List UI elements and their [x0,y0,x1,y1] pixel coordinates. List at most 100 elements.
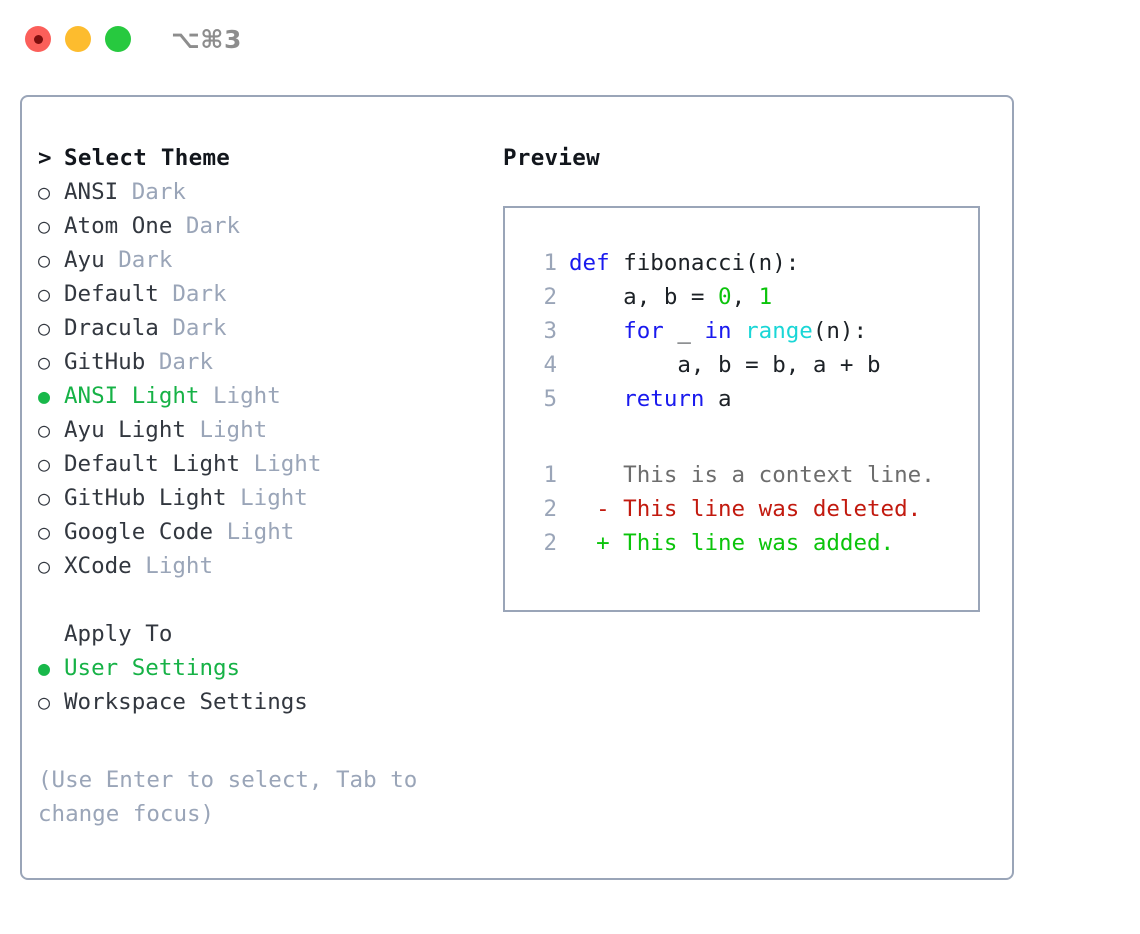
zoom-button[interactable] [105,26,131,52]
code-token: _ [663,318,705,344]
code-token: def [569,250,624,276]
main-panel: > Select Theme ○ANSI Dark○Atom One Dark○… [20,95,1014,880]
code-token: 0 [718,284,732,310]
theme-kind: Dark [131,179,186,205]
code-line: 1 def fibonacci(n): [523,250,978,284]
code-token [569,318,623,344]
apply-to-label: Apply To [64,621,173,647]
code-token: for [623,318,664,344]
diff-line: 2 - This line was deleted. [523,496,978,530]
diff-line: 1 This is a context line. [523,462,978,496]
theme-name: Default Light [64,451,254,477]
theme-name: GitHub [64,349,159,375]
theme-list-item[interactable]: ○ Google Code Light [38,519,478,553]
theme-list-item[interactable]: ○XCode Light [38,553,478,587]
code-line: 5 return a [523,386,978,420]
theme-list-item[interactable]: ○Dracula Dark [38,315,478,349]
theme-list-item[interactable]: ○Ayu Dark [38,247,478,281]
radio-selected-icon: ● [38,656,51,680]
code-token: 1 [758,284,773,310]
theme-list-item[interactable]: ●ANSI Light Light [38,383,478,417]
radio-selected-icon: ● [38,384,51,408]
diff-line-text: - This line was deleted. [569,496,922,522]
radio-unselected-icon: ○ [38,690,51,714]
preview-title: Preview [503,145,600,171]
close-button[interactable] [25,26,51,52]
diff-sample: 1 This is a context line.2 - This line w… [523,462,978,564]
apply-to-heading-gutter [38,622,64,646]
radio-unselected-icon: ○ [38,214,51,238]
theme-picker-heading: > Select Theme [38,145,478,179]
code-token [732,318,746,344]
code-line-number: 1 [543,250,557,276]
diff-line-text: This is a context line. [569,462,935,488]
code-token: range [745,318,813,344]
diff-line: 2 + This line was added. [523,530,978,564]
code-line: 4 a, b = b, a + b [523,352,978,386]
theme-list-item[interactable]: ○ GitHub Dark [38,349,478,383]
apply-to-list: ● User Settings ○Workspace Settings [38,655,478,723]
theme-kind: Light [240,485,308,511]
theme-list-item[interactable]: ○ Ayu Light Light [38,417,478,451]
theme-list-item[interactable]: ○ GitHub Light Light [38,485,478,519]
theme-name: Dracula [64,315,173,341]
theme-kind: Light [253,451,322,477]
code-token: fibonacci(n): [623,250,800,276]
theme-kind: Light [226,519,295,545]
radio-unselected-icon: ○ [38,452,51,476]
radio-unselected-icon: ○ [38,316,51,340]
radio-unselected-icon: ○ [38,180,51,204]
minimize-button[interactable] [65,26,91,52]
apply-to-option-label: User Settings [64,655,241,681]
window-titlebar: ⌥⌘3 [0,0,1140,78]
code-token: return [623,386,705,412]
theme-name: GitHub Light [64,485,241,511]
theme-name: Google Code [64,519,227,545]
theme-kind: Dark [118,247,173,273]
radio-unselected-icon: ○ [38,248,51,272]
apply-to-option[interactable]: ○Workspace Settings [38,689,478,723]
section-spacer [38,587,478,621]
theme-name: Ayu Light [64,417,200,443]
theme-picker: > Select Theme ○ANSI Dark○Atom One Dark○… [38,145,478,723]
code-line-number: 3 [543,318,557,344]
code-token: a, b = b, a + b [569,352,881,378]
keyboard-hint-line-1: (Use Enter to select, Tab to [38,767,418,793]
code-token: (n): [812,318,868,344]
theme-name: XCode [64,553,146,579]
keyboard-hint-line-2: change focus) [38,801,215,827]
code-line: 2 a, b = 0, 1 [523,284,978,318]
theme-kind: Light [199,417,268,443]
theme-kind: Dark [172,281,227,307]
apply-to-option[interactable]: ● User Settings [38,655,478,689]
code-line-number: 5 [543,386,557,412]
radio-unselected-icon: ○ [38,554,51,578]
radio-unselected-icon: ○ [38,520,51,544]
shortcut-label: ⌥⌘3 [171,24,242,54]
radio-unselected-icon: ○ [38,350,51,374]
theme-list: ○ANSI Dark○Atom One Dark○Ayu Dark○Defaul… [38,179,478,587]
diff-line-number: 2 [543,530,557,556]
code-token: in [704,318,732,344]
theme-name: Default [64,281,173,307]
code-token: a, b = [569,284,719,310]
theme-kind: Light [213,383,281,409]
code-line: 3 for _ in range(n): [523,318,978,352]
diff-line-number: 2 [543,496,557,522]
theme-list-item[interactable]: ○ Default Light Light [38,451,478,485]
prompt-caret-icon: > [38,145,52,171]
theme-list-item[interactable]: ○Atom One Dark [38,213,478,247]
radio-unselected-icon: ○ [38,418,51,442]
code-line-number: 2 [543,284,557,310]
theme-kind: Dark [158,349,214,375]
keyboard-hint: (Use Enter to select, Tab to change focu… [38,763,458,831]
radio-unselected-icon: ○ [38,282,51,306]
recording-indicator-icon [33,34,43,44]
diff-line-text: + This line was added. [569,530,895,556]
diff-line-number: 1 [543,462,557,488]
theme-list-item[interactable]: ○ Default Dark [38,281,478,315]
radio-unselected-icon: ○ [38,486,51,510]
theme-list-item[interactable]: ○ANSI Dark [38,179,478,213]
